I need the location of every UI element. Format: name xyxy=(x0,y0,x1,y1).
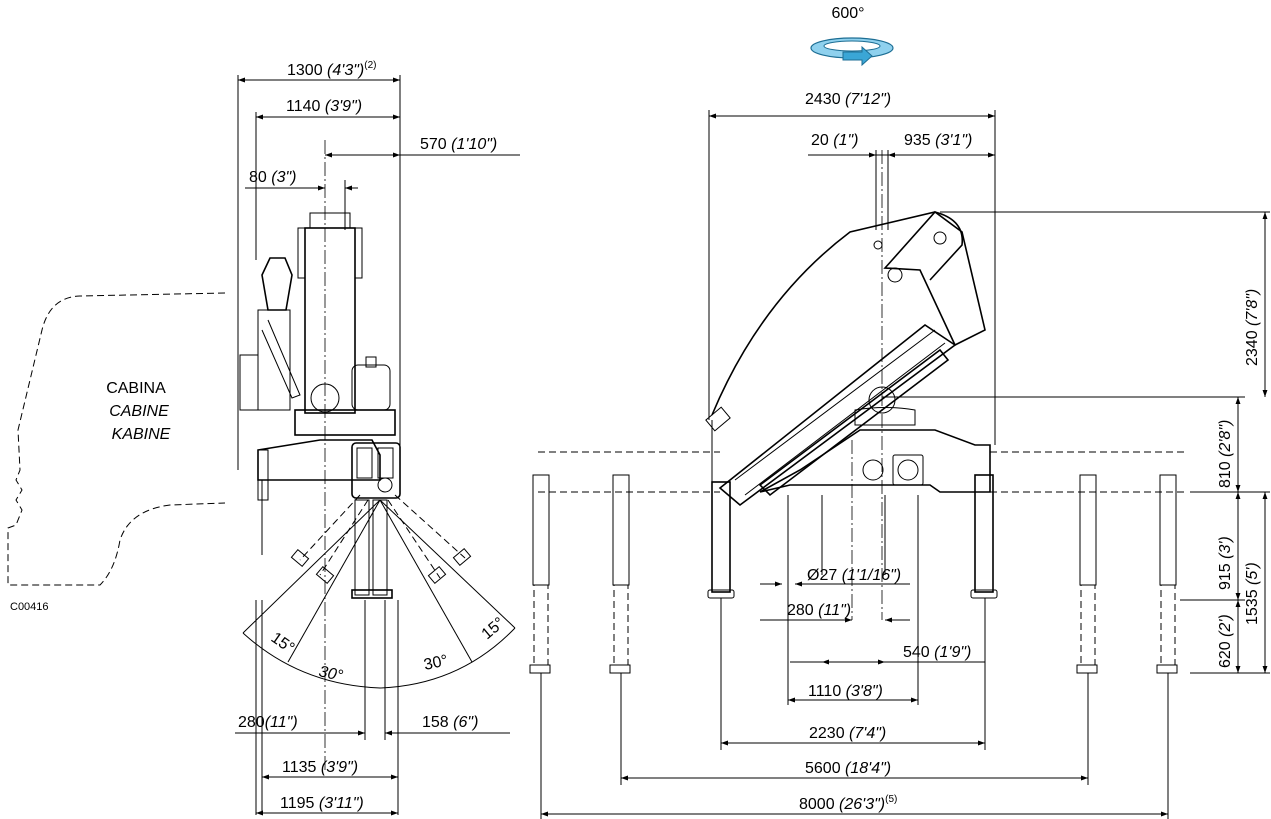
dim-158: 158 (6") xyxy=(422,714,478,731)
angle-30-left: 30° xyxy=(317,663,345,685)
dim-810: 810 (2'8") xyxy=(1217,420,1234,488)
angle-30-right: 30° xyxy=(422,652,449,674)
front-view-crane xyxy=(529,150,1185,674)
dim-2230: 2230 (7'4") xyxy=(809,725,886,742)
dim-570: 570 (1'10") xyxy=(420,136,497,153)
cabin-label-de: KABINE xyxy=(112,426,171,443)
dim-280-side: 280(11") xyxy=(238,714,298,731)
cabin-label-it: CABINA xyxy=(106,380,166,397)
cabin-label-fr: CABINE xyxy=(109,403,169,420)
dim-540: 540 (1'9") xyxy=(903,644,971,661)
side-view-angle-arcs xyxy=(242,499,516,689)
drawing-code: C00416 xyxy=(10,601,49,613)
front-view-dimension-lines xyxy=(540,110,1270,819)
dim-1140: 1140 (3'9") xyxy=(286,98,362,115)
dim-280-front: 280 (11") xyxy=(787,602,851,619)
dim-1135: 1135 (3'9") xyxy=(282,759,358,776)
dim-1300: 1300 (4'3")(2) xyxy=(287,60,376,79)
dim-80: 80 (3") xyxy=(249,169,296,186)
dim-915: 915 (3') xyxy=(1217,536,1234,590)
dim-1195: 1195 (3'11") xyxy=(280,795,364,812)
dim-1110: 1110 (3'8") xyxy=(808,683,883,700)
cabin-outline xyxy=(7,292,226,586)
rotation-label: 600° xyxy=(831,5,864,22)
side-view-dimension-lines xyxy=(235,75,520,816)
dim-5600: 5600 (18'4") xyxy=(805,760,891,777)
dim-1535: 1535 (5') xyxy=(1244,562,1261,625)
dim-8000: 8000 (26'3")(5) xyxy=(799,794,897,813)
dim-2430: 2430 (7'12") xyxy=(805,91,891,108)
dim-27: Ø27 (1'1/16") xyxy=(807,567,901,584)
rotation-icon xyxy=(810,37,894,67)
dim-620: 620 (2') xyxy=(1217,614,1234,668)
dim-2340: 2340 (7'8") xyxy=(1244,289,1261,366)
dim-935: 935 (3'1") xyxy=(904,132,972,149)
dim-20: 20 (1") xyxy=(811,132,858,149)
side-view-crane xyxy=(239,140,472,770)
